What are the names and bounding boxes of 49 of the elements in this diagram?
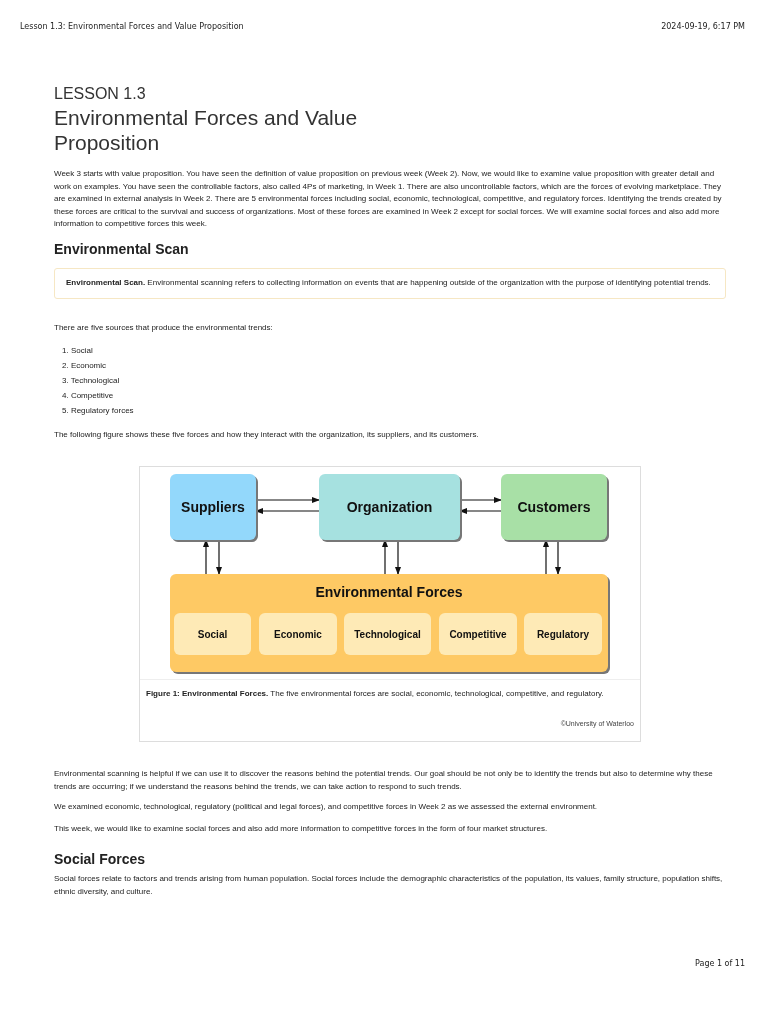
force-box [344, 613, 431, 655]
arrow [216, 539, 222, 575]
force-box [174, 613, 251, 655]
definition-callout: Environmental Scan. Environmental scanning refers to collecting information on events that are happening outside of the organization with the purpose of identifying potential trends. [54, 268, 726, 299]
group-panel [170, 574, 608, 672]
section-heading: Environmental Scan [54, 241, 189, 257]
intro-paragraph: Week 3 starts with value proposition. You have seen the definition of value proposition on previous week (Week 2). Now, we would like to examine value proposition with greater detail and work on examples. You have seen the controllable factors, also called 4Ps of marketing, in Week 1. There are also uncontrollable factors, which are the forces of evolving marketplace. They are examined in external analysis in Week 2. There are 5 environmental forces including social, economic, technological, competitive, and regulatory forces. Identifying the trends created by these forces are critical to the survival and success of organizations. Most of these forces are examined in Week 2 except for social forces. We will examine social forces and also add more information to competitive forces this week. [54, 168, 723, 230]
box-label: Suppliers [181, 499, 245, 515]
section-heading: Social Forces [54, 851, 146, 867]
page-title: Environmental Forces and Value Proposition [54, 105, 359, 155]
figure-caption: Figure 1: Environmental Forces. The five environmental forces are social, economic, technological, competitive, and regulatory. [146, 688, 605, 700]
list-item: 1. Social [62, 346, 93, 355]
arrow [382, 539, 388, 575]
list-item: 3. Technological [62, 376, 120, 385]
list-item: 5. Regulatory forces [62, 406, 134, 415]
arrow [555, 539, 561, 575]
group-title: Environmental Forces [315, 584, 463, 600]
lesson-label: LESSON 1.3 [54, 85, 146, 103]
arrow [255, 508, 320, 514]
arrow [459, 508, 502, 514]
page-number: Page 1 of 11 [695, 959, 745, 968]
box-label: Competitive [449, 628, 507, 640]
box-label: Technological [354, 628, 421, 640]
box-label: Customers [517, 499, 591, 515]
arrow [543, 539, 549, 575]
entity-box [170, 474, 256, 540]
paragraph: The following figure shows these five forces and how they interact with the organization, its suppliers, and its customers. [54, 429, 480, 441]
force-box [259, 613, 337, 655]
arrow [395, 539, 401, 575]
paragraph: This week, we would like to examine social forces and also add more information to competitive forces in the form of four market structures. [54, 823, 549, 835]
arrow [203, 539, 209, 575]
force-box [524, 613, 602, 655]
entity-box [319, 474, 460, 540]
list-item: 4. Competitive [62, 391, 114, 400]
box-label: Regulatory [536, 628, 590, 640]
paragraph: There are five sources that produce the environmental trends: [54, 322, 274, 334]
force-box [439, 613, 517, 655]
box-label: Economic [274, 628, 322, 640]
print-date: 2024-09-19, 6:17 PM [661, 22, 745, 31]
arrow [255, 497, 320, 503]
list-item: 2. Economic [62, 361, 107, 370]
arrow [459, 497, 502, 503]
box-label: Social [197, 628, 228, 640]
paragraph: Social forces relate to factors and trends arising from human population. Social forces include the demographic characteristics of the population, its values, family structure, population shifts, ethnic diversity, and culture. [54, 873, 724, 898]
paragraph: We examined economic, technological, regulatory (political and legal forces), and competitive forces in Week 2 as we assessed the external environment. [54, 801, 599, 813]
paragraph: Environmental scanning is helpful if we can use it to discover the reasons behind the potential trends. Our goal should be not only be to identify the trends but also to determine why these trends are occurring; if we understand the reasons behind the trends, we can take action to respond to such trends. [54, 768, 714, 793]
entity-box [501, 474, 607, 540]
box-label: Organization [346, 499, 433, 515]
page-header: Lesson 1.3: Environmental Forces and Value Proposition [20, 22, 244, 31]
